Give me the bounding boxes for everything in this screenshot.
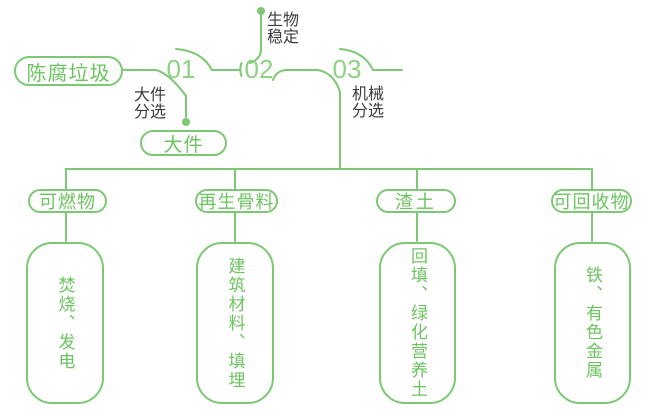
step-number-01: 01 [166, 54, 196, 84]
step01-branch-dot [182, 118, 190, 126]
detail-text-building-materials-landfill: 建筑材料、填埋 [225, 256, 245, 390]
line-step03-tail [339, 48, 403, 71]
source-pill: 陈腐垃圾 [14, 56, 123, 86]
step-number-03: 03 [332, 54, 362, 84]
detail-box-combustibles: 焚烧、发电 [26, 242, 104, 404]
step-number-02: 02 [244, 54, 274, 84]
detail-text-incineration-power: 焚烧、发电 [55, 275, 75, 371]
step01-label-bulky-sorting: 大件 分选 [134, 87, 167, 121]
branch-distribution-line [65, 168, 593, 190]
step02-label-bio-stabilization: 生物 稳定 [267, 12, 300, 46]
line-source-to-step01-branch [122, 69, 187, 118]
category-pill-recyclables: 可回收物 [551, 189, 632, 213]
bulky-item-pill: 大件 [140, 130, 227, 156]
line-step02-up-branch [249, 14, 262, 64]
detail-box-recyclables: 铁、有色金属 [554, 242, 631, 404]
category-to-detail-stubs [65, 212, 593, 242]
step02-left-arc [239, 62, 243, 77]
category-pill-recycled-aggregate: 再生骨料 [195, 189, 278, 213]
detail-box-recycled-aggregate: 建筑材料、填埋 [196, 242, 274, 404]
step02-branch-dot [257, 7, 265, 15]
detail-text-iron-nonferrous-metals: 铁、有色金属 [583, 266, 602, 380]
line-step02-to-step03-branch [272, 69, 341, 170]
detail-text-backfill-nutrient-soil: 回填、绿化营养土 [408, 247, 427, 399]
category-pill-slag-soil: 渣土 [376, 189, 456, 213]
bulky-item-label: 大件 [163, 134, 204, 156]
line-step01-to-step02 [175, 48, 241, 71]
source-label: 陈腐垃圾 [26, 62, 111, 85]
detail-box-slag-soil: 回填、绿化营养土 [379, 242, 456, 404]
category-pill-combustibles: 可燃物 [28, 189, 107, 213]
step03-label-mechanical-sorting: 机械 分选 [352, 86, 385, 120]
